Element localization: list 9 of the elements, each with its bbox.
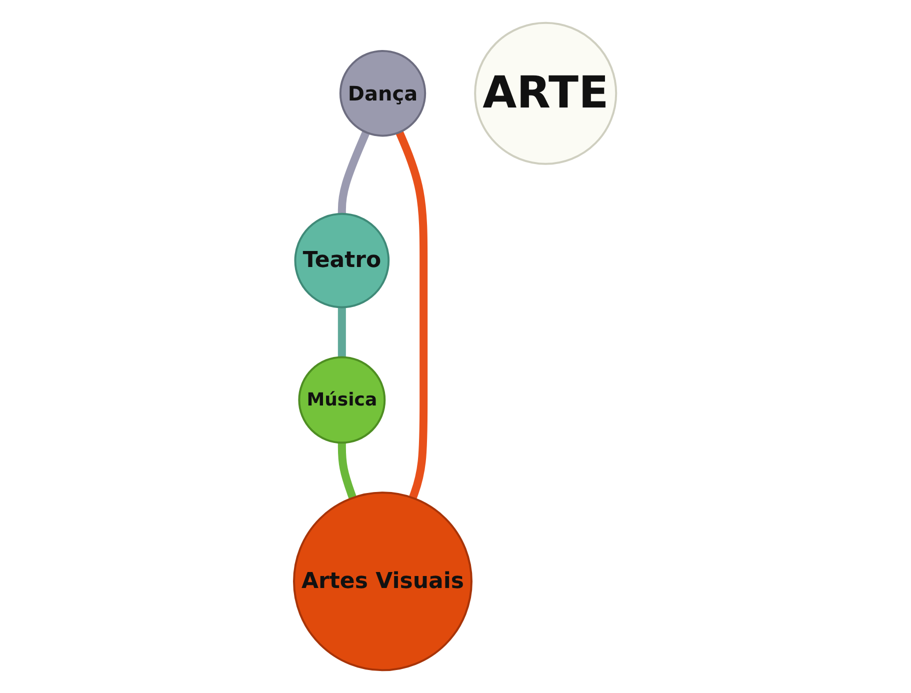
node-circle: ARTE [474, 22, 618, 165]
node-circle: Música [298, 356, 386, 444]
node-circle: Dança [340, 50, 427, 137]
node-circle: Artes Visuais [293, 492, 473, 672]
connector [338, 307, 346, 358]
connector [338, 442, 357, 500]
connector [338, 130, 370, 214]
connector [396, 130, 428, 500]
node-circle: Teatro [294, 212, 390, 308]
